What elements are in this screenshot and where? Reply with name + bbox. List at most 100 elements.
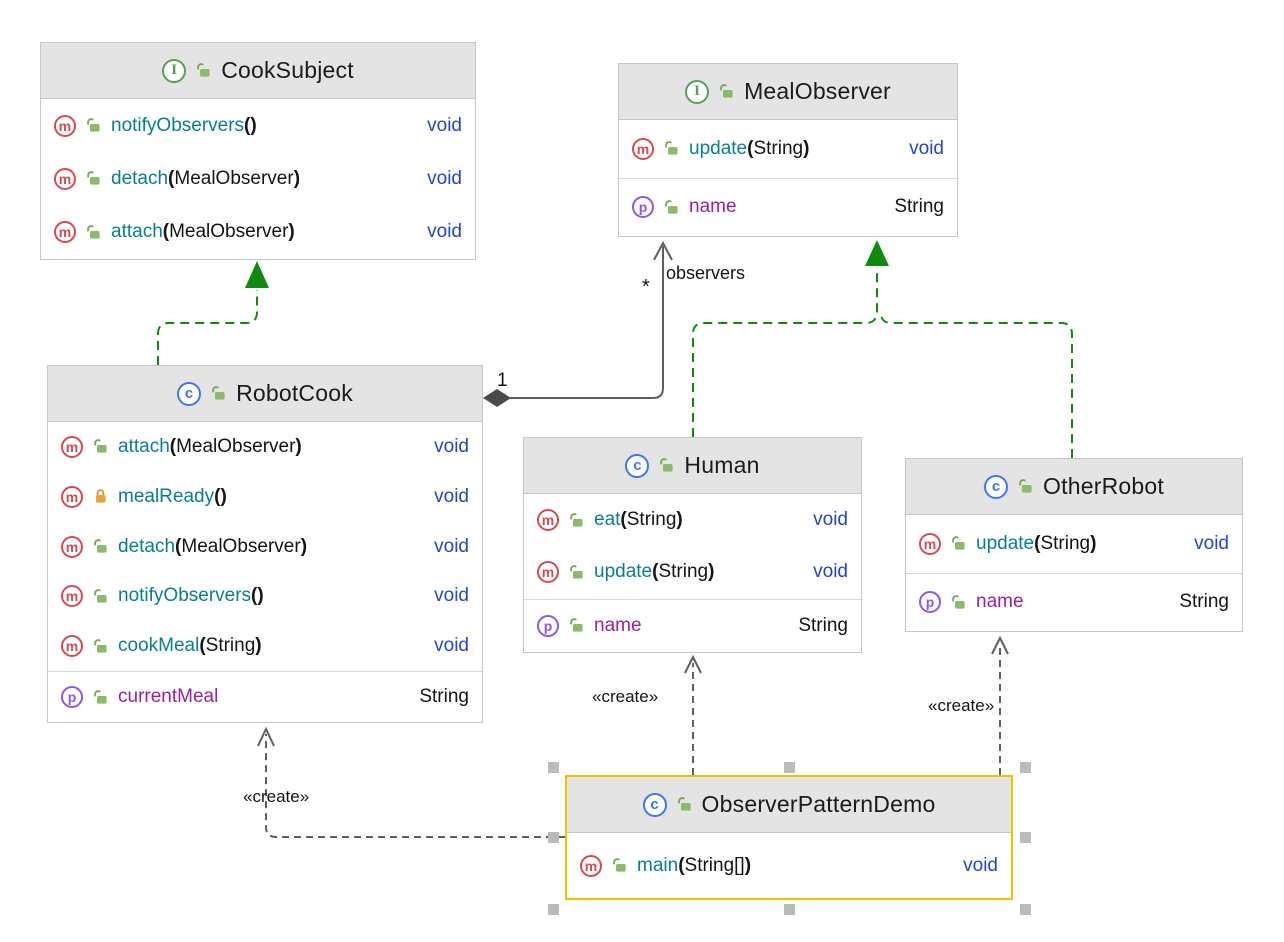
open-arrowhead-icon [653,240,673,261]
method-row[interactable]: m notifyObservers() void [41,99,475,152]
class-box-human[interactable]: c Human m eat(String) void m update(Stri… [523,437,862,653]
class-box-observer-pattern-demo[interactable]: c ObserverPatternDemo m main(String[]) v… [565,775,1013,900]
create-edge-demo-robotcook[interactable] [257,726,565,838]
class-header[interactable]: c Human [524,438,861,494]
open-arrowhead-icon [684,654,702,674]
method-row[interactable]: m attach(MealObserver) void [41,206,475,259]
property-name: name [689,196,737,218]
create-label-robotcook: «create» [243,787,310,806]
selection-handle-bottom-middle[interactable] [784,904,795,915]
property-icon: p [632,196,654,219]
lock-open-icon [720,84,733,98]
selection-handle-right-middle[interactable] [1020,832,1031,843]
class-title: ObserverPatternDemo [701,791,936,817]
lock-open-icon [677,797,691,811]
method-return-type: void [434,635,469,657]
aggregation-edge-robotcook-mealobserver[interactable] [483,240,673,407]
lock-open-icon [570,565,583,579]
class-box-other-robot[interactable]: c OtherRobot m update(String) void p nam… [905,458,1243,632]
class-title: Human [684,452,760,478]
create-edge-demo-human[interactable] [684,654,702,775]
method-return-type: void [963,854,998,876]
class-header[interactable]: I CookSubject [41,43,475,99]
method-icon: m [61,435,83,458]
method-signature: notifyObservers() [111,114,257,136]
method-icon: m [632,137,654,160]
create-label-human: «create» [592,687,659,706]
lock-open-icon [94,539,107,553]
method-icon: m [919,532,941,555]
method-row[interactable]: m update(String) void [619,120,957,178]
lock-open-icon [1019,479,1032,493]
selection-handle-top-right[interactable] [1020,762,1031,773]
realization-edge-otherrobot-mealobserver[interactable] [865,240,1073,458]
method-return-type: void [434,435,469,457]
method-icon: m [537,561,559,584]
class-header[interactable]: I MealObserver [619,64,957,120]
method-row[interactable]: m detach(MealObserver) void [41,152,475,205]
method-row[interactable]: m update(String) void [524,546,861,598]
lock-open-icon [952,594,965,609]
property-row[interactable]: p name String [619,177,957,237]
class-box-robot-cook[interactable]: c RobotCook m attach(MealObserver) void … [47,365,483,723]
method-icon: m [537,509,559,532]
selection-handle-bottom-left[interactable] [548,904,559,915]
method-return-type: void [909,137,944,159]
property-type: String [419,686,469,708]
method-row[interactable]: m cookMeal(String) void [48,621,482,671]
lock-open-icon [94,439,107,454]
interface-icon: I [162,58,187,83]
lock-open-icon [570,512,583,527]
method-return-type: void [813,509,848,531]
create-edge-demo-otherrobot[interactable] [991,635,1009,775]
method-signature: detach(MealObserver) [118,535,308,557]
class-members: m update(String) void p name String [619,120,957,236]
class-title: OtherRobot [1043,473,1164,499]
property-row[interactable]: p name String [906,572,1242,632]
method-row[interactable]: m eat(String) void [524,494,861,546]
property-row[interactable]: p name String [524,598,861,652]
method-icon: m [54,221,76,244]
class-header[interactable]: c ObserverPatternDemo [567,777,1011,833]
method-row[interactable]: m update(String) void [906,515,1242,573]
method-signature: mealReady() [118,485,227,507]
open-arrowhead-icon [257,726,275,747]
class-title: MealObserver [744,78,891,104]
lock-open-icon [570,618,583,632]
method-row[interactable]: m main(String[]) void [567,833,1011,898]
property-name: name [594,614,642,636]
method-row[interactable]: m attach(MealObserver) void [48,422,482,472]
lock-open-icon [87,224,100,239]
realization-edge-robotcook-cooksubject[interactable] [157,261,269,365]
method-row[interactable]: m notifyObservers() void [48,571,482,621]
lock-open-icon [952,536,965,550]
class-header[interactable]: c RobotCook [48,366,482,422]
property-name: name [976,591,1024,613]
lock-open-icon [94,638,107,653]
method-row[interactable]: m mealReady() void [48,472,482,522]
property-type: String [1179,591,1229,613]
selection-handle-top-left[interactable] [548,762,559,773]
method-row[interactable]: m detach(MealObserver) void [48,522,482,572]
selection-handle-bottom-right[interactable] [1020,904,1031,915]
multiplicity-star: * [642,276,650,298]
selection-handle-left-middle[interactable] [548,832,559,843]
create-label-otherrobot: «create» [928,696,995,715]
property-icon: p [919,591,941,614]
lock-open-icon [197,63,210,77]
method-return-type: void [427,221,462,243]
class-box-meal-observer[interactable]: I MealObserver m update(String) void p n… [618,63,958,237]
realization-edge-human-mealobserver[interactable] [692,267,878,437]
class-box-cook-subject[interactable]: I CookSubject m notifyObservers() void m… [40,42,476,260]
property-row[interactable]: p currentMeal String [48,671,482,722]
method-signature: eat(String) [594,509,683,531]
method-return-type: void [434,535,469,557]
aggregation-diamond-icon [483,389,511,407]
selection-handle-top-middle[interactable] [784,762,795,773]
class-header[interactable]: c OtherRobot [906,459,1242,515]
lock-open-icon [212,386,225,400]
lock-open-icon [94,689,107,704]
method-icon: m [61,535,83,558]
lock-open-icon [87,171,100,186]
